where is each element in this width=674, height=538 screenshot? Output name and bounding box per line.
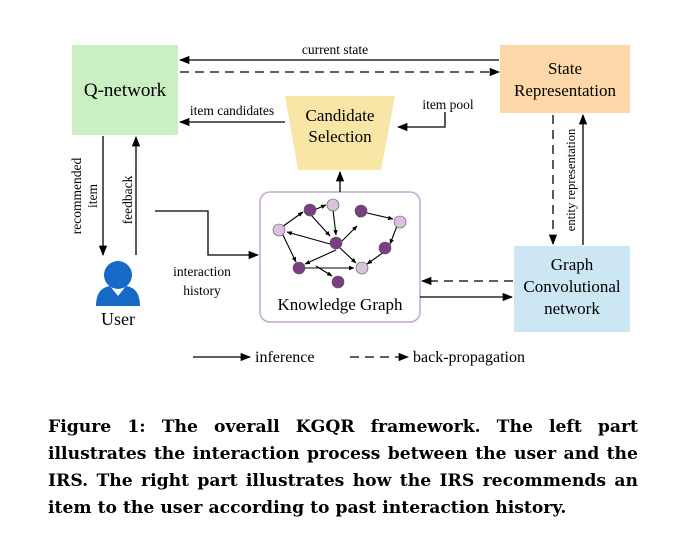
- candidate-label-line2: Selection: [308, 127, 372, 146]
- knowledge-graph-edges: [281, 204, 398, 277]
- current-state-label: current state: [302, 42, 368, 57]
- q-network-node: Q-network: [72, 45, 178, 135]
- user-icon: [96, 261, 140, 306]
- gcn-label-line1: Graph: [551, 255, 594, 274]
- state-representation-node: State Representation: [500, 45, 630, 113]
- history-label: history: [183, 283, 221, 298]
- item-pool-arrow: [396, 112, 446, 132]
- item-candidates-label: item candidates: [190, 103, 274, 118]
- item-label: item: [85, 184, 100, 208]
- knowledge-graph-node: Knowledge Graph: [259, 191, 421, 323]
- state-label-line1: State: [548, 59, 582, 78]
- legend: inference back-propagation: [193, 349, 525, 366]
- state-label-line2: Representation: [514, 81, 616, 100]
- knowledge-graph-entities: [272, 198, 407, 289]
- interaction-label: interaction: [173, 264, 231, 279]
- gcn-label-line3: network: [544, 299, 600, 318]
- q-network-label: Q-network: [84, 80, 167, 101]
- interaction-history-arrow: [155, 210, 260, 260]
- feedback-label: feedback: [120, 175, 135, 224]
- gcn-node: Graph Convolutional network: [514, 246, 630, 332]
- figure-caption: Figure 1: The overall KGQR framework. Th…: [48, 414, 638, 522]
- entity-representation-label: entity representation: [564, 128, 578, 231]
- knowledge-graph-label: Knowledge Graph: [277, 295, 403, 314]
- legend-backprop-label: back-propagation: [413, 349, 525, 366]
- candidate-selection-node: Candidate Selection: [285, 96, 395, 170]
- candidate-label-line1: Candidate: [306, 106, 375, 125]
- item-pool-label: item pool: [422, 97, 474, 112]
- recommended-label: recommended: [69, 158, 84, 235]
- user-label: User: [101, 309, 135, 329]
- kgqr-framework-diagram: Q-network State Representation Candidate…: [69, 42, 630, 366]
- caption-text: Figure 1: The overall KGQR framework. Th…: [48, 417, 638, 518]
- gcn-label-line2: Convolutional: [523, 277, 621, 296]
- legend-inference-label: inference: [255, 349, 315, 366]
